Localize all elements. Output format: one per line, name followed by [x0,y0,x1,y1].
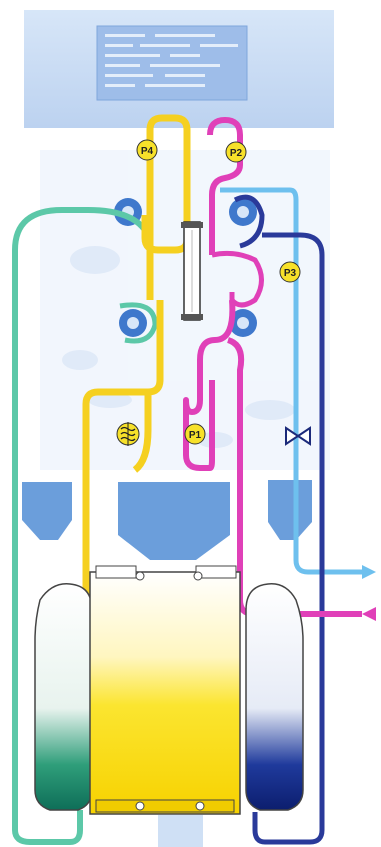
monitor-screen [97,26,247,100]
yellow-cassette [90,566,240,814]
pump-label-p3: P3 [280,262,300,282]
heater-icon [117,422,139,446]
dialyzer-filter [181,222,203,320]
svg-text:P2: P2 [230,148,243,159]
arrow-right-icon [362,565,376,579]
lower-chamber-blocks [22,480,312,560]
navy-bag [246,584,303,810]
pump-label-p2: P2 [226,142,246,162]
green-bag [35,584,92,810]
svg-text:P1: P1 [189,430,202,441]
base-stand [158,815,203,847]
pump-label-p1: P1 [185,424,205,444]
pump-label-p4: P4 [137,140,157,160]
svg-text:P3: P3 [284,268,297,279]
svg-text:P4: P4 [141,146,154,157]
arrow-left-icon [362,607,376,621]
